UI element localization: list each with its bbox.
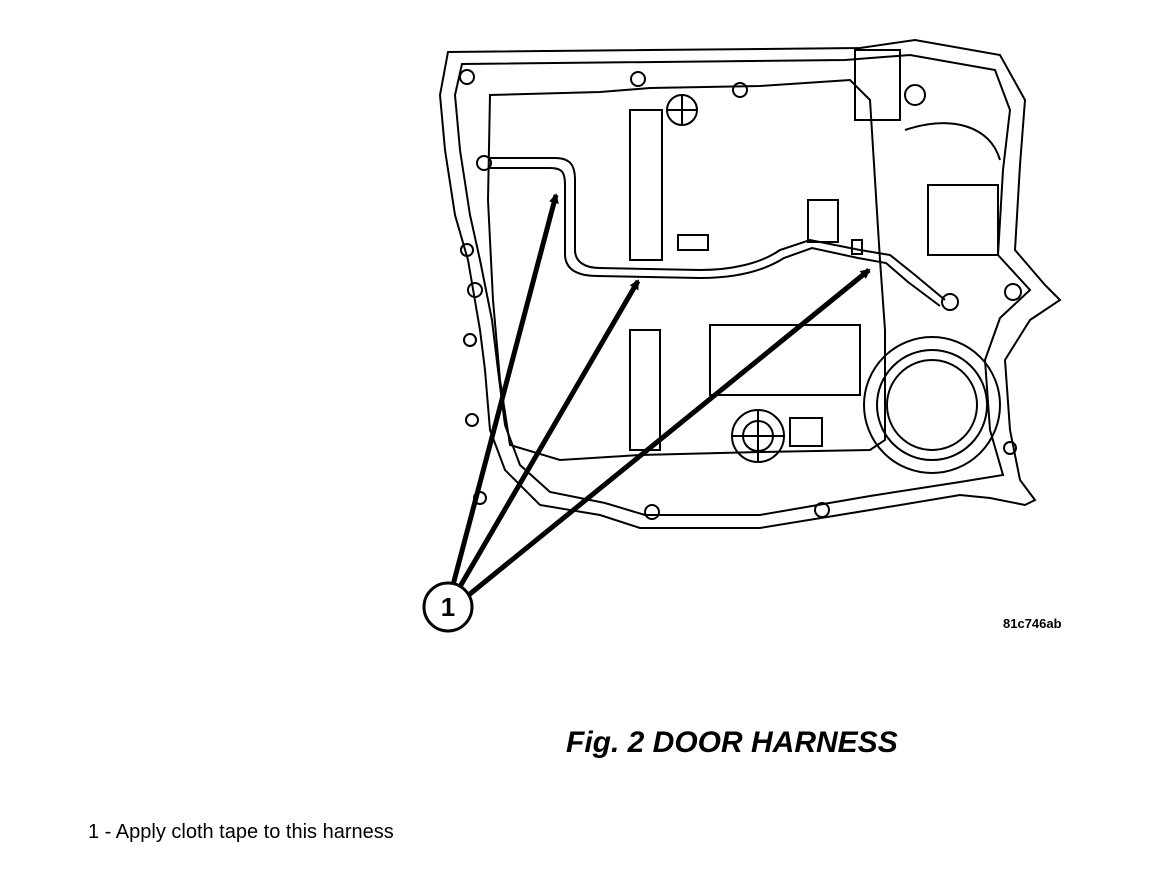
speaker-opening	[863, 336, 1001, 474]
figure-reference-code: 81c746ab	[1003, 616, 1062, 631]
regulator-rails	[629, 109, 861, 451]
arrow-to-harness-right	[463, 268, 871, 600]
regulator-motor	[731, 409, 823, 463]
upper-pulley	[666, 94, 698, 126]
legend-item: 1 - Apply cloth tape to this harness	[88, 821, 394, 843]
figure-title: Fig. 2 DOOR HARNESS	[566, 726, 898, 759]
door-latch	[854, 49, 1001, 256]
callout-number: 1	[441, 592, 455, 622]
arrow-to-harness-middle	[455, 279, 641, 592]
leader-arrows	[450, 193, 871, 600]
callout-1: 1	[422, 581, 474, 633]
wiring-harness	[476, 155, 959, 311]
arrow-to-harness-upper	[450, 193, 559, 586]
